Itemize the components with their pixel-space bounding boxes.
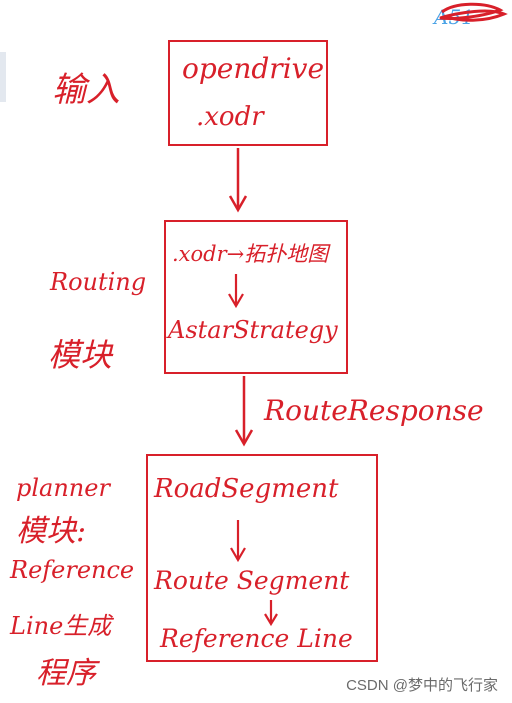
routing-box — [164, 220, 348, 374]
arrow-down-2 — [228, 274, 244, 309]
opendrive-text: opendrive — [182, 52, 325, 85]
csdn-watermark: CSDN @梦中的飞行家 — [346, 677, 498, 694]
arrow-down-5 — [264, 600, 278, 627]
reference-label: Reference — [10, 556, 135, 584]
xodr-text: .xodr — [196, 102, 264, 132]
planner-box — [146, 454, 378, 662]
input-label: 输入 — [52, 70, 120, 110]
arrow-down-1 — [228, 148, 248, 213]
arrow-down-3 — [234, 376, 254, 447]
route-response-label: RouteResponse — [264, 394, 484, 427]
xodr-topology-text: .xodr→拓扑地图 — [172, 242, 329, 266]
input-box — [168, 40, 328, 146]
routing-module-label: 模块 — [48, 336, 113, 374]
program-label: 程序 — [36, 656, 96, 691]
arrow-down-4 — [230, 520, 246, 563]
route-segment-text: Route Segment — [154, 566, 350, 595]
left-edge-strip — [0, 52, 6, 102]
planner-label: planner — [16, 474, 110, 502]
road-segment-text: RoadSegment — [154, 474, 339, 504]
routing-label: Routing — [50, 268, 147, 296]
line-gen-label: Line生成 — [10, 612, 112, 640]
astar-strategy-text: AstarStrategy — [168, 316, 338, 344]
scribble-mark: A51 — [432, 2, 508, 29]
reference-line-text: Reference Line — [160, 624, 353, 653]
planner-module-label: 模块: — [16, 514, 87, 549]
